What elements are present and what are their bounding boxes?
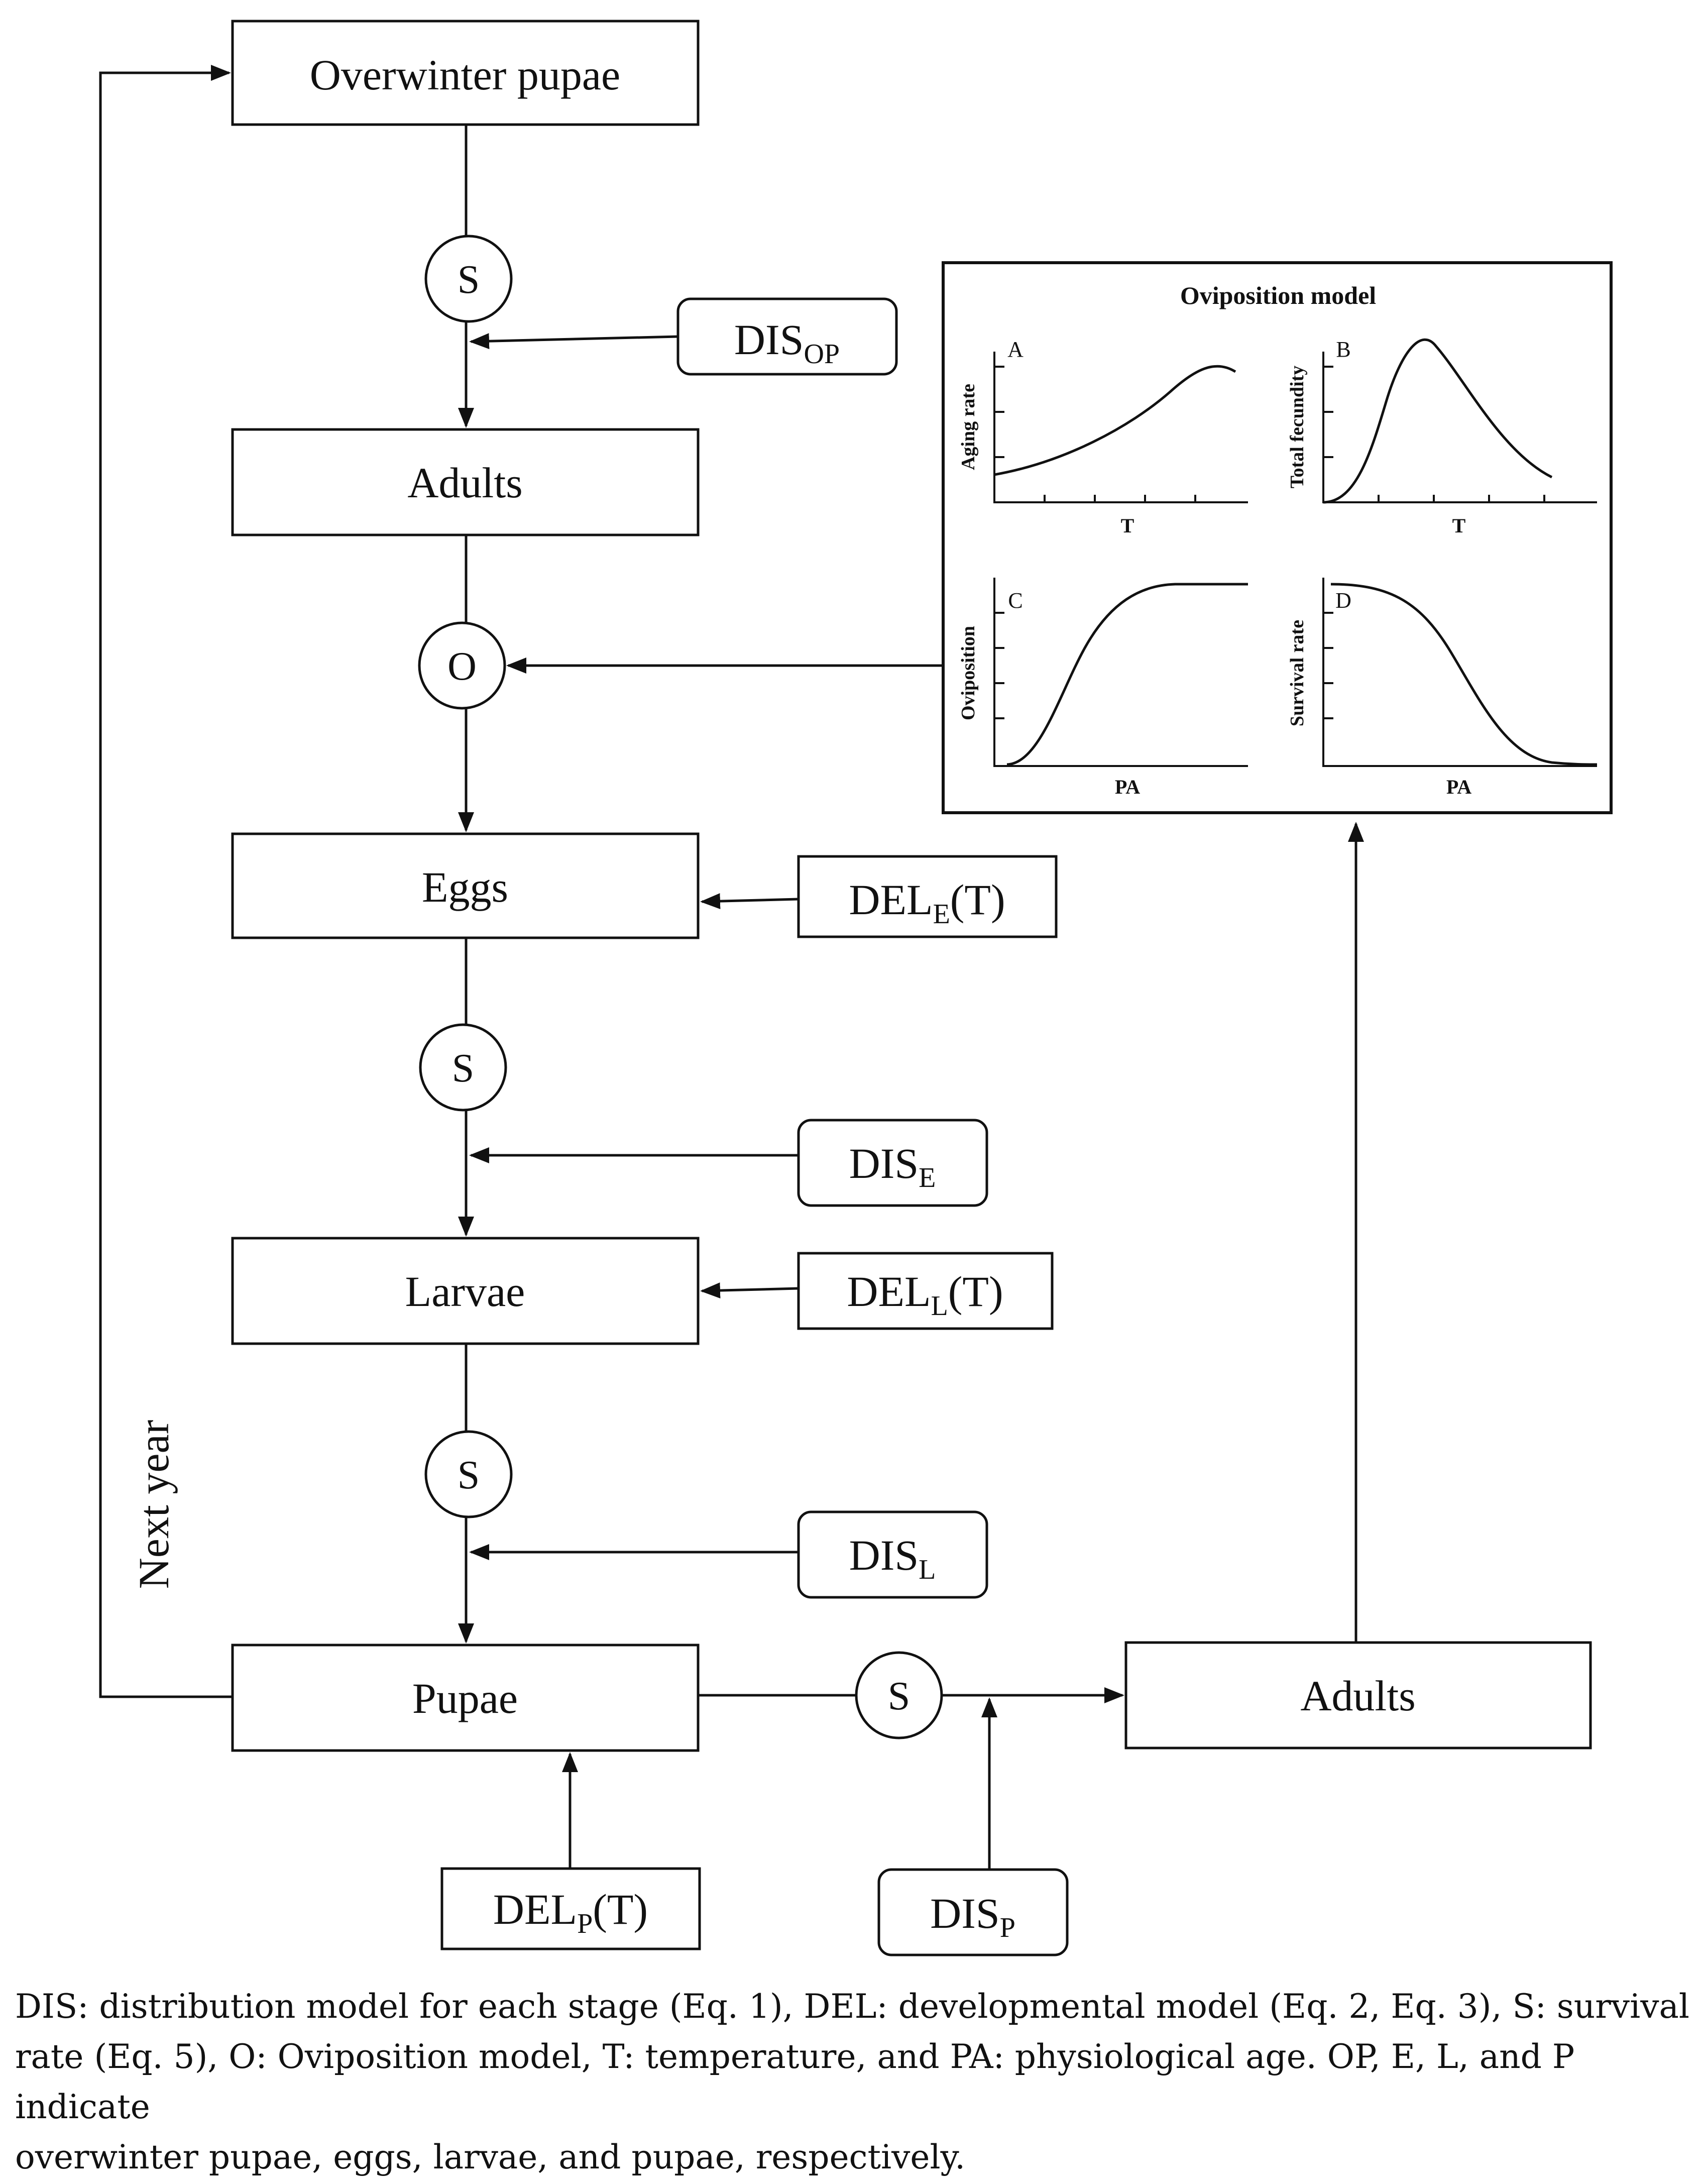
node-label-s3: S <box>458 1453 480 1497</box>
panel-a-ylabel: Aging rate <box>958 384 979 470</box>
node-label-s2: S <box>452 1046 475 1090</box>
figure-caption: DIS: distribution model for each stage (… <box>15 1982 1692 2182</box>
panel-c-axes <box>993 578 1248 767</box>
stage-label-pupae: Pupae <box>412 1674 518 1722</box>
stage-label-larvae: Larvae <box>405 1267 525 1316</box>
caption-line-1: DIS: distribution model for each stage (… <box>15 1987 1689 2026</box>
stage-label-overwinter-pupae: Overwinter pupae <box>310 51 620 99</box>
panel-a-curve <box>994 365 1236 476</box>
panel-c-ylabel: Oviposition <box>958 626 979 720</box>
panel-d-letter: D <box>1335 588 1351 613</box>
panel-b-axes <box>1322 352 1597 503</box>
caption-line-2: rate (Eq. 5), O: Oviposition model, T: t… <box>15 2037 1575 2126</box>
panel-d-curve <box>1330 583 1598 766</box>
input-label-dis-e: DISE <box>849 1139 936 1193</box>
input-label-dis-l: DISL <box>849 1531 936 1585</box>
node-circle-s3 <box>424 1430 513 1518</box>
panel-a-axes <box>993 352 1248 503</box>
panel-b-ylabel: Total fecundity <box>1287 366 1308 489</box>
input-box-del-e <box>797 855 1058 938</box>
input-box-dis-p <box>877 1868 1069 1956</box>
node-label-s4: S <box>888 1674 911 1718</box>
stage-label-adults-right: Adults <box>1300 1672 1415 1720</box>
panel-b-xlabel: T <box>1452 514 1466 537</box>
arrow-dis-op <box>469 333 678 350</box>
caption-line-3: overwinter pupae, eggs, larvae, and pupa… <box>15 2138 966 2176</box>
panel-d-axes <box>1322 578 1597 767</box>
arrow-del-l <box>700 1282 799 1299</box>
panel-c-letter: C <box>1008 588 1023 613</box>
input-label-del-l: DELL(T) <box>847 1267 1003 1322</box>
panel-a-letter: A <box>1007 337 1024 362</box>
panel-c-xlabel: PA <box>1115 776 1140 798</box>
input-box-dis-l <box>797 1510 988 1599</box>
stage-label-eggs: Eggs <box>422 863 508 911</box>
next-year-label: Next year <box>130 1420 178 1589</box>
panel-a-xlabel: T <box>1121 514 1134 537</box>
next-year-loop <box>99 65 233 1698</box>
oviposition-model-frame <box>942 261 1613 814</box>
life-cycle-diagram: Overwinter pupae Adults Eggs Larvae Pupa… <box>99 20 1613 1956</box>
node-circle-s2 <box>419 1023 507 1112</box>
node-label-s1: S <box>458 258 480 302</box>
stage-box-adults-right <box>1124 1641 1592 1750</box>
stage-label-adults-top: Adults <box>407 459 522 507</box>
input-box-dis-e <box>797 1119 988 1207</box>
input-label-del-e: DELE(T) <box>849 876 1005 930</box>
panel-b-letter: B <box>1336 337 1350 362</box>
node-circle-s1 <box>424 235 513 323</box>
panel-d-ylabel: Survival rate <box>1287 620 1308 726</box>
input-label-dis-op: DISOP <box>734 315 840 370</box>
input-box-del-l <box>797 1252 1054 1330</box>
node-label-o: O <box>447 644 477 689</box>
oviposition-title: Oviposition model <box>1180 281 1376 309</box>
panel-d-xlabel: PA <box>1446 776 1471 798</box>
arrow-del-e <box>700 893 799 910</box>
panel-c-curve <box>1006 583 1248 766</box>
input-label-dis-p: DISP <box>930 1889 1015 1943</box>
node-circle-o <box>418 621 506 710</box>
panel-b-curve <box>1323 338 1553 504</box>
input-label-del-p: DELP(T) <box>493 1885 648 1939</box>
